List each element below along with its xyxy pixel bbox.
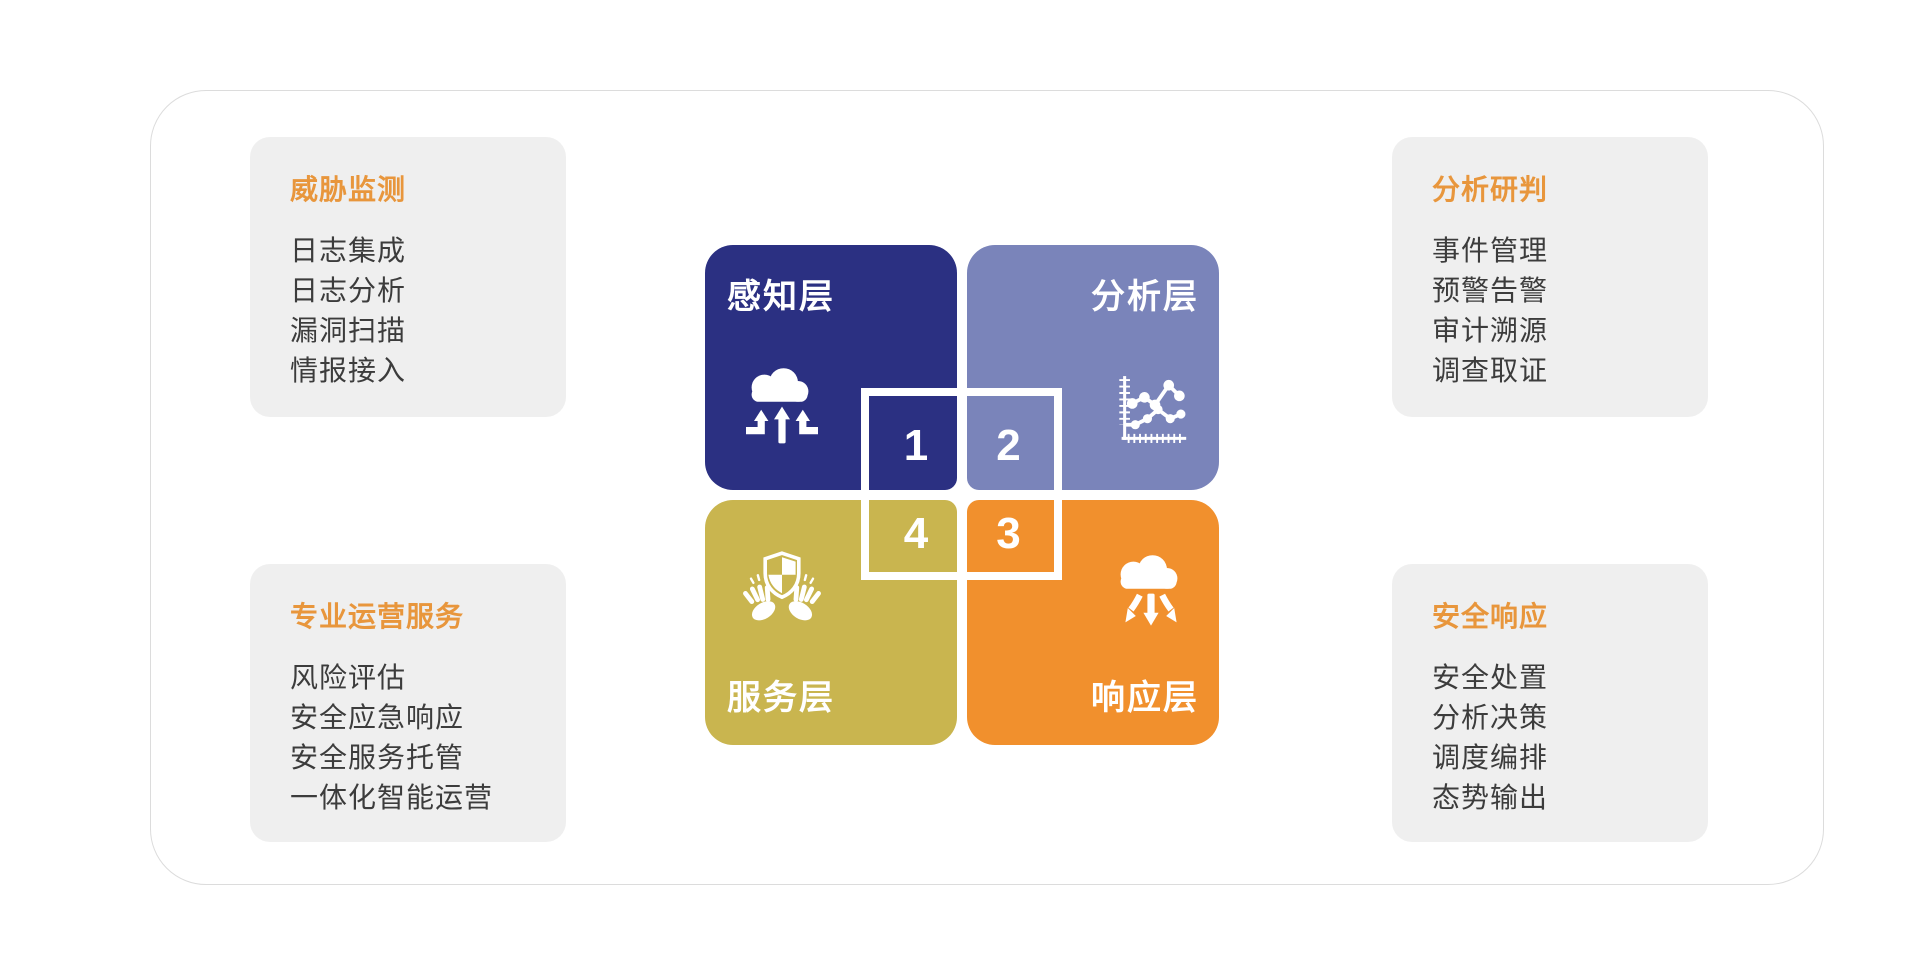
list-item: 审计溯源: [1432, 315, 1549, 346]
panel-item-list: 风险评估 安全应急响应 安全服务托管 一体化智能运营: [290, 658, 536, 818]
quadrant-label: 服务层: [727, 679, 835, 717]
list-item: 日志集成: [290, 235, 407, 266]
list-item: 安全服务托管: [290, 742, 465, 773]
list-item: 漏洞扫描: [290, 315, 407, 346]
panel-title: 专业运营服务: [290, 601, 465, 632]
cloud-download-icon: [1120, 555, 1178, 626]
quadrant-label: 响应层: [1091, 679, 1199, 717]
list-item: 风险评估: [290, 662, 407, 693]
list-item: 态势输出: [1432, 782, 1549, 813]
panel-item-list: 安全处置 分析决策 调度编排 态势输出: [1432, 658, 1678, 818]
list-item: 预警告警: [1432, 275, 1549, 306]
phase-number: 1: [903, 420, 929, 470]
layer-diagram: 感知层 分析层: [705, 245, 1219, 745]
list-item: 安全处置: [1432, 662, 1549, 693]
panel-item-list: 日志集成 日志分析 漏洞扫描 情报接入: [290, 231, 536, 391]
phase-number: 2: [996, 420, 1021, 470]
panel-professional-operation-service: 专业运营服务 风险评估 安全应急响应 安全服务托管 一体化智能运营: [250, 564, 566, 842]
panel-item-list: 事件管理 预警告警 审计溯源 调查取证: [1432, 231, 1678, 391]
phase-cell: 4: [869, 495, 963, 572]
list-item: 情报接入: [290, 355, 407, 386]
phase-number: 3: [996, 508, 1021, 558]
phase-number: 4: [903, 508, 929, 558]
panel-title: 分析研判: [1432, 174, 1549, 205]
list-item: 调度编排: [1432, 742, 1549, 773]
quadrant-label: 感知层: [727, 278, 835, 316]
list-item: 安全应急响应: [290, 702, 465, 733]
list-item: 事件管理: [1432, 235, 1549, 266]
quadrant-perception-layer: 感知层: [705, 245, 957, 490]
list-item: 调查取证: [1432, 355, 1549, 386]
list-item: 一体化智能运营: [290, 782, 494, 813]
phase-cell: 2: [963, 396, 1054, 495]
phase-cell: 3: [963, 495, 1054, 572]
list-item: 分析决策: [1432, 702, 1549, 733]
phase-cell: 1: [869, 396, 963, 495]
hands-shield-icon: [743, 551, 821, 621]
panel-title: 威胁监测: [290, 174, 407, 205]
panel-threat-monitoring: 威胁监测 日志集成 日志分析 漏洞扫描 情报接入: [250, 137, 566, 417]
panel-analysis-judgement: 分析研判 事件管理 预警告警 审计溯源 调查取证: [1392, 137, 1708, 417]
quadrant-label: 分析层: [1091, 278, 1199, 316]
quadrant-analysis-layer: 分析层: [967, 245, 1219, 490]
quadrant-response-layer: 响应层: [967, 500, 1219, 745]
panel-title: 安全响应: [1432, 601, 1549, 632]
phase-sequence-overlay: 1 2 4 3: [861, 388, 1062, 580]
panel-security-response: 安全响应 安全处置 分析决策 调度编排 态势输出: [1392, 564, 1708, 842]
quadrant-service-layer: 服务层: [705, 500, 957, 745]
cloud-upload-icon: [746, 368, 818, 444]
list-item: 日志分析: [290, 275, 407, 306]
line-chart-icon: [1119, 376, 1187, 443]
